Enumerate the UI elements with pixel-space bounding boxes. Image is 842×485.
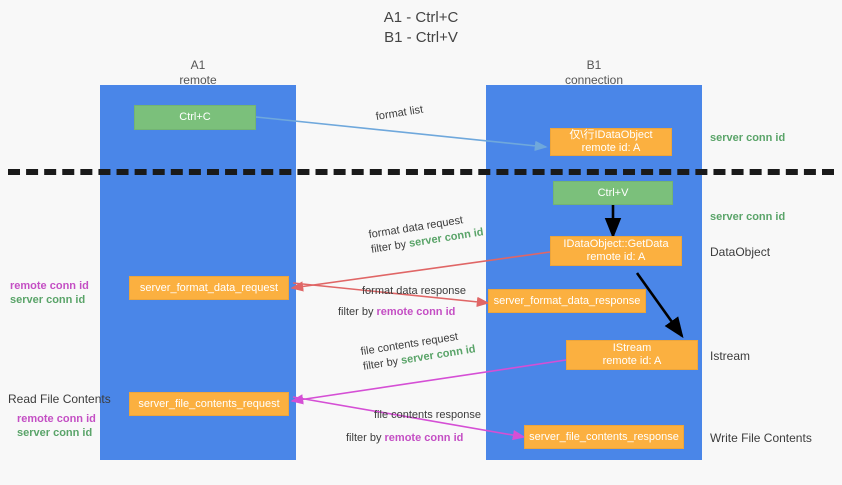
label-remote-conn-id-1: remote conn id (10, 280, 89, 292)
node-server-format-data-request[interactable]: server_format_data_request (129, 276, 289, 300)
node-ctrl-v-label: Ctrl+V (597, 186, 629, 199)
label-server-conn-id-1: server conn id (10, 294, 86, 306)
node-server-file-contents-response[interactable]: server_file_contents_response (524, 425, 684, 449)
node-getdata-line2: remote id: A (586, 251, 646, 263)
lane-a1-name: A1 (190, 58, 206, 72)
label-server-conn-id-top: server conn id (710, 132, 786, 144)
node-file-resp-label: server_file_contents_response (529, 430, 679, 443)
node-ctrl-c[interactable]: Ctrl+C (134, 105, 256, 130)
caption-format-list: format list (375, 103, 424, 125)
caption-fdresp-line2: filter by remote conn id (338, 305, 466, 320)
caption-fdresp-value: remote conn id (376, 306, 456, 318)
node-idataobject-line2: remote id: A (581, 142, 641, 154)
node-server-file-contents-request[interactable]: server_file_contents_request (129, 392, 289, 416)
caption-fcresp-line2: filter by remote conn id (346, 431, 481, 446)
lane-header-b1: B1 connection (486, 58, 702, 88)
caption-fdresp-prefix: filter by (338, 306, 377, 318)
label-dataobject: DataObject (710, 245, 771, 259)
caption-file-contents-response: file contents response filter by remote … (346, 408, 482, 446)
caption-file-contents-request: file contents request filter by server c… (360, 327, 477, 374)
lane-a1-sub: remote (179, 73, 217, 87)
label-write-file-contents: Write File Contents (710, 431, 812, 445)
label-remote-conn-id-2: remote conn id (17, 413, 96, 425)
node-file-req-label: server_file_contents_request (138, 397, 280, 410)
node-ctrl-c-label: Ctrl+C (179, 111, 211, 123)
caption-fcresp-line1: file contents response (374, 409, 482, 421)
dashed-separator (8, 169, 834, 175)
page-title: A1 - Ctrl+C B1 - Ctrl+V (0, 8, 842, 48)
node-fmt-resp-label: server_format_data_response (493, 294, 641, 307)
caption-fdresp-line1: format data response (362, 285, 466, 297)
node-idataobject-getdata[interactable]: IDataObject::GetData remote id: A (550, 236, 682, 266)
node-ctrl-v[interactable]: Ctrl+V (553, 181, 673, 205)
title-line-1: A1 - Ctrl+C (383, 9, 459, 26)
label-istream: Istream (710, 349, 751, 363)
node-istream-line1: IStream (612, 342, 652, 354)
node-server-format-data-response[interactable]: server_format_data_response (488, 289, 646, 313)
node-istream-line2: remote id: A (602, 355, 662, 367)
node-idataobject-line1: 仅\行IDataObject (569, 129, 653, 141)
caption-format-list-text: format list (374, 103, 424, 123)
lane-header-a1: A1 remote (100, 58, 296, 88)
caption-format-data-response: format data response filter by remote co… (338, 284, 466, 320)
caption-fcresp-value: remote conn id (384, 432, 464, 444)
label-server-conn-id-2: server conn id (17, 427, 93, 439)
node-getdata-line1: IDataObject::GetData (563, 238, 669, 250)
label-server-conn-id-mid: server conn id (710, 211, 786, 223)
node-idataobject[interactable]: 仅\行IDataObject remote id: A (550, 128, 672, 156)
node-istream[interactable]: IStream remote id: A (566, 340, 698, 370)
lane-b1-name: B1 (586, 58, 602, 72)
caption-format-data-request: format data request filter by server con… (368, 210, 485, 257)
node-fmt-req-label: server_format_data_request (139, 281, 279, 294)
caption-fcresp-prefix: filter by (346, 432, 385, 444)
label-read-file-contents: Read File Contents (8, 392, 111, 406)
lane-b1-sub: connection (564, 73, 624, 87)
title-line-2: B1 - Ctrl+V (384, 29, 458, 46)
